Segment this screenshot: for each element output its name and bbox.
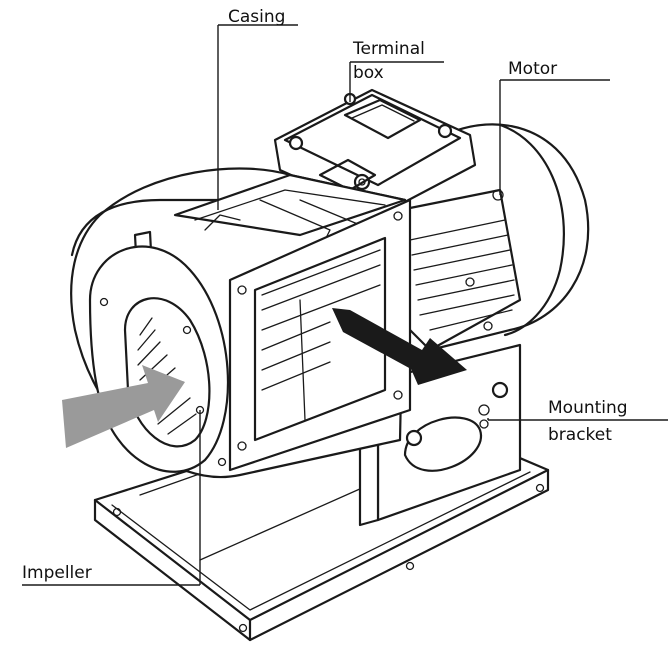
label-casing: Casing <box>228 7 285 27</box>
label-terminal-box-1: Terminal <box>352 39 425 59</box>
mounting-bracket-part <box>358 343 522 527</box>
label-motor: Motor <box>508 59 557 79</box>
leader-lines <box>22 24 668 586</box>
label-mounting-bracket-1: Mounting <box>548 398 628 418</box>
outlet-flange <box>228 198 412 472</box>
inlet-arrow <box>62 365 185 448</box>
outlet-arrow <box>332 308 467 385</box>
label-mounting-bracket-2: bracket <box>548 425 612 445</box>
label-terminal-box-2: box <box>353 63 384 83</box>
motor-part <box>398 123 590 352</box>
label-impeller: Impeller <box>22 563 92 583</box>
